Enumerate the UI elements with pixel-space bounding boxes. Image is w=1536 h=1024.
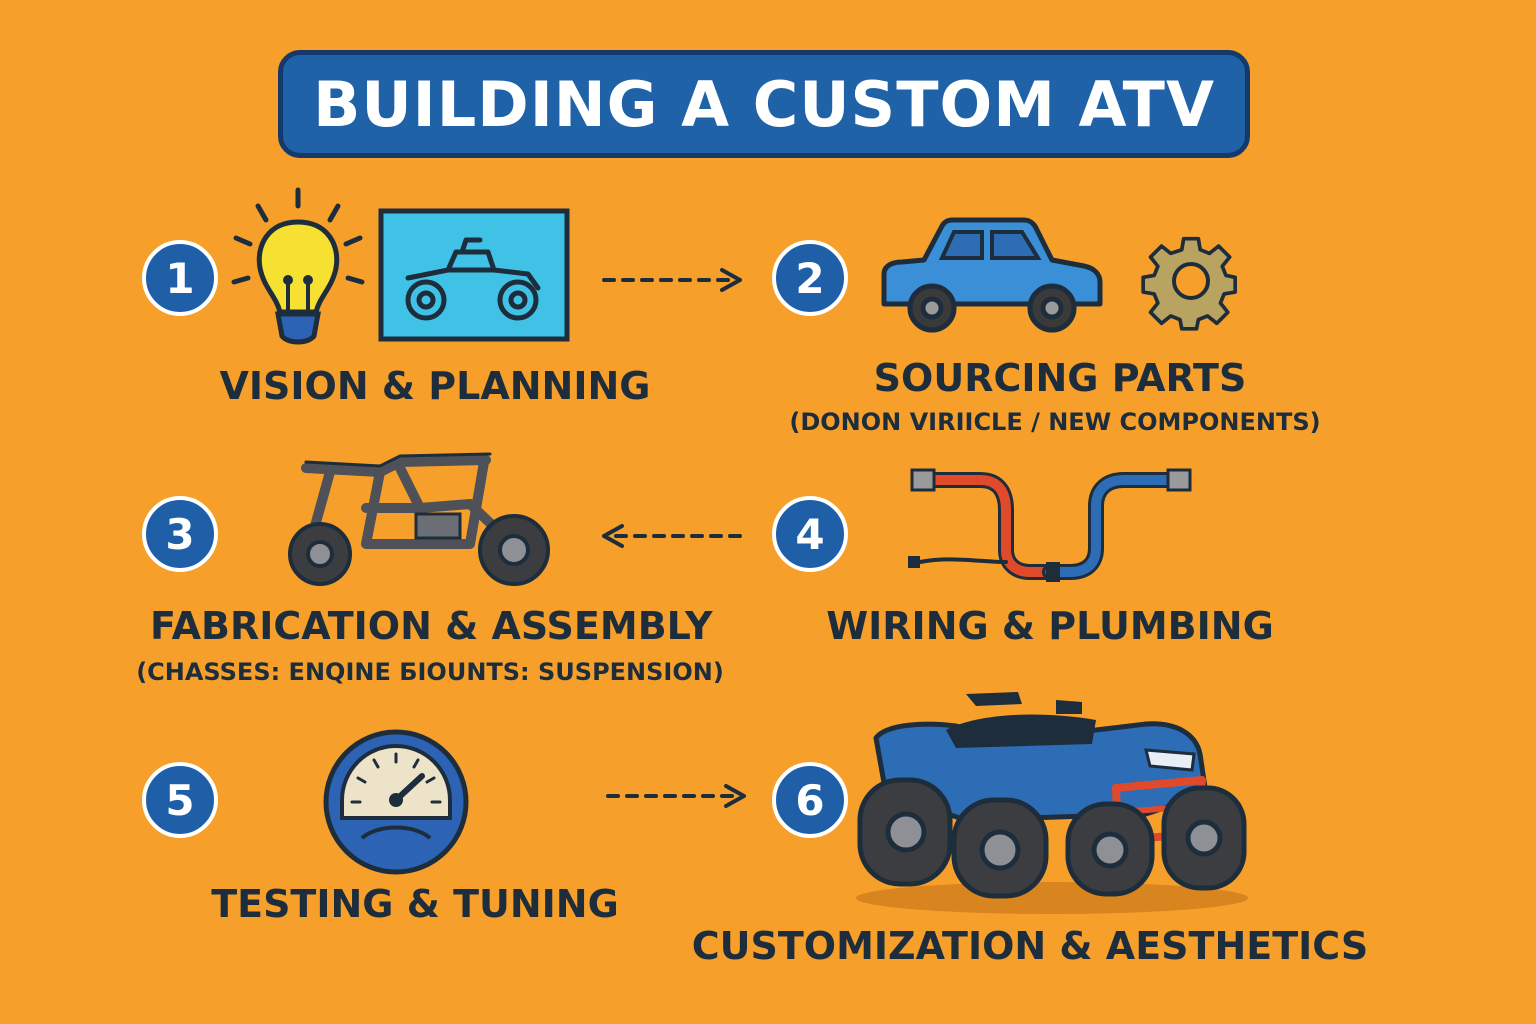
step-1-label: VISION & PLANNING (219, 364, 651, 408)
page-title: BUILDING A CUSTOM ATV (313, 67, 1215, 141)
step-3-sublabel: (CHASSES: ENQINE БIOUNTS: SUSPENSION) (136, 658, 724, 686)
speedometer-icon (323, 729, 469, 875)
step-3-label: FABRICATION & ASSEMBLY (150, 604, 713, 648)
step-6-label: CUSTOMIZATION & AESTHETICS (691, 924, 1369, 968)
step-4-label: WIRING & PLUMBING (826, 604, 1274, 648)
step-6-badge: 6 (772, 762, 848, 838)
atv-frame-icon (288, 452, 550, 586)
atv-sketch-icon (378, 208, 570, 342)
lightbulb-icon (231, 187, 365, 345)
wiring-hose-icon (908, 468, 1192, 582)
step-3-badge: 3 (142, 496, 218, 572)
step-5-label: TESTING & TUNING (211, 882, 619, 926)
arrow-4-to-3 (602, 524, 742, 548)
step-5-badge: 5 (142, 762, 218, 838)
step-1-badge: 1 (142, 240, 218, 316)
atv-icon (856, 692, 1248, 914)
step-2-label: SOURCING PARTS (873, 356, 1247, 400)
step-4-badge: 4 (772, 496, 848, 572)
arrow-5-to-6 (606, 784, 746, 808)
gear-icon (1141, 236, 1238, 331)
title-banner: BUILDING A CUSTOM ATV (278, 50, 1250, 158)
car-icon (881, 217, 1103, 333)
step-2-badge: 2 (772, 240, 848, 316)
step-2-sublabel: (DONON VIRIICLE / NEW COMPONENTS) (789, 408, 1321, 436)
arrow-1-to-2 (602, 268, 742, 292)
